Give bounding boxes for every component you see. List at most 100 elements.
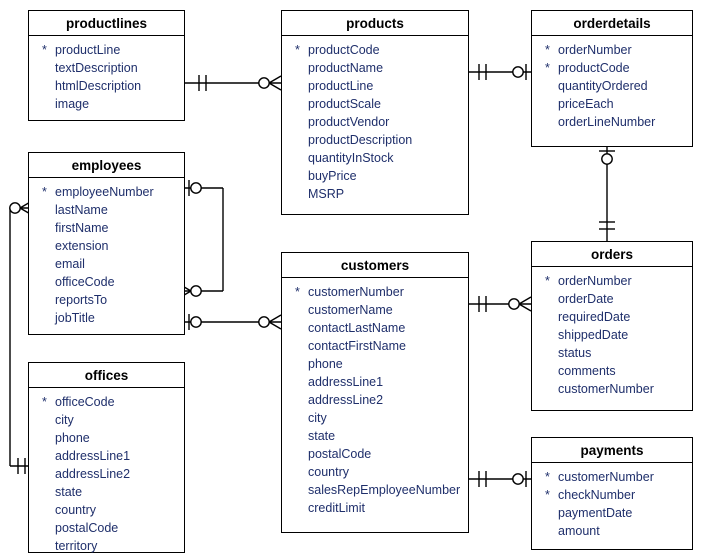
attribute-row[interactable]: *checkNumber [532, 486, 692, 504]
attribute-row[interactable]: quantityOrdered [532, 77, 692, 95]
attribute-row[interactable]: city [29, 411, 184, 429]
connector-employees-employees [178, 180, 224, 299]
attribute-row[interactable]: state [282, 427, 468, 445]
attribute-row[interactable]: productLine [282, 77, 468, 95]
attribute-row[interactable]: phone [282, 355, 468, 373]
entity-orderdetails[interactable]: orderdetails *orderNumber * productCode quan… [531, 10, 693, 147]
attribute-row[interactable]: extension [29, 237, 184, 255]
attribute-row[interactable]: country [282, 463, 468, 481]
attribute-row[interactable]: officeCode [29, 273, 184, 291]
attribute-row[interactable]: *employeeNumber [29, 183, 184, 201]
attribute-label: shippedDate [558, 328, 629, 342]
attribute-label: quantityOrdered [558, 79, 648, 93]
attribute-list-productlines: *productLine textDescription htmlDescripti… [29, 36, 184, 119]
attribute-row[interactable]: reportsTo [29, 291, 184, 309]
attribute-label: amount [558, 524, 600, 538]
attribute-label: country [308, 465, 349, 479]
attribute-row[interactable]: contactLastName [282, 319, 468, 337]
attribute-row[interactable]: email [29, 255, 184, 273]
attribute-label: quantityInStock [308, 151, 394, 165]
primary-key-marker: * [545, 470, 550, 484]
attribute-label: addressLine1 [308, 375, 384, 389]
attribute-label: productDescription [308, 133, 413, 147]
attribute-row[interactable]: comments [532, 362, 692, 380]
attribute-row[interactable]: orderLineNumber [532, 113, 692, 131]
attribute-row[interactable]: addressLine1 [29, 447, 184, 465]
attribute-row[interactable]: requiredDate [532, 308, 692, 326]
attribute-row[interactable]: * productCode [532, 59, 692, 77]
attribute-row[interactable]: priceEach [532, 95, 692, 113]
attribute-row[interactable]: contactFirstName [282, 337, 468, 355]
connector-customers-orders [469, 296, 532, 312]
attribute-row[interactable]: *orderNumber [532, 41, 692, 59]
attribute-row[interactable]: customerName [282, 301, 468, 319]
attribute-row[interactable]: addressLine2 [282, 391, 468, 409]
attribute-row[interactable]: customerNumber [532, 380, 692, 398]
attribute-row[interactable]: firstName [29, 219, 184, 237]
attribute-row[interactable]: buyPrice [282, 167, 468, 185]
attribute-row[interactable]: state [29, 483, 184, 501]
primary-key-marker: * [545, 61, 550, 75]
attribute-label: salesRepEmployeeNumber [308, 483, 461, 497]
connector-orderdetails-orders [599, 147, 615, 241]
attribute-row[interactable]: country [29, 501, 184, 519]
attribute-row[interactable]: phone [29, 429, 184, 447]
attribute-row[interactable]: productName [282, 59, 468, 77]
attribute-row[interactable]: image [29, 95, 184, 113]
attribute-row[interactable]: addressLine1 [282, 373, 468, 391]
entity-title-orderdetails: orderdetails [532, 11, 692, 36]
attribute-row[interactable]: htmlDescription [29, 77, 184, 95]
attribute-label: productScale [308, 97, 381, 111]
attribute-label: status [558, 346, 592, 360]
primary-key-marker: * [295, 285, 300, 299]
attribute-row[interactable]: salesRepEmployeeNumber [282, 481, 468, 499]
attribute-label: textDescription [55, 61, 138, 75]
attribute-row[interactable]: *productCode [282, 41, 468, 59]
entity-title-employees: employees [29, 153, 184, 178]
attribute-row[interactable]: postalCode [282, 445, 468, 463]
attribute-row[interactable]: lastName [29, 201, 184, 219]
attribute-row[interactable]: city [282, 409, 468, 427]
attribute-row[interactable]: productScale [282, 95, 468, 113]
attribute-row[interactable]: jobTitle [29, 309, 184, 327]
attribute-row[interactable]: *officeCode [29, 393, 184, 411]
attribute-row[interactable]: *productLine [29, 41, 184, 59]
attribute-row[interactable]: productVendor [282, 113, 468, 131]
attribute-row[interactable]: status [532, 344, 692, 362]
attribute-label: state [308, 429, 336, 443]
attribute-row[interactable]: quantityInStock [282, 149, 468, 167]
attribute-row[interactable]: shippedDate [532, 326, 692, 344]
attribute-label: productCode [308, 43, 380, 57]
attribute-row[interactable]: *orderNumber [532, 272, 692, 290]
attribute-row[interactable]: postalCode [29, 519, 184, 537]
attribute-row[interactable]: amount [532, 522, 692, 540]
attribute-row[interactable]: creditLimit [282, 499, 468, 517]
attribute-label: productCode [558, 61, 630, 75]
entity-title-productlines: productlines [29, 11, 184, 36]
attribute-row[interactable]: productDescription [282, 131, 468, 149]
attribute-row[interactable]: *customerNumber [282, 283, 468, 301]
attribute-row[interactable]: orderDate [532, 290, 692, 308]
attribute-row[interactable]: *customerNumber [532, 468, 692, 486]
attribute-label: addressLine2 [55, 467, 131, 481]
attribute-label: extension [55, 239, 109, 253]
attribute-row[interactable]: territory [29, 537, 184, 555]
attribute-label: email [55, 257, 85, 271]
attribute-label: image [55, 97, 90, 111]
primary-key-marker: * [545, 488, 550, 502]
attribute-row[interactable]: MSRP [282, 185, 468, 203]
attribute-row[interactable]: textDescription [29, 59, 184, 77]
entity-productlines[interactable]: productlines *productLine textDescription h… [28, 10, 185, 121]
attribute-row[interactable]: addressLine2 [29, 465, 184, 483]
attribute-row[interactable]: paymentDate [532, 504, 692, 522]
attribute-label: country [55, 503, 96, 517]
attribute-label: addressLine2 [308, 393, 384, 407]
connector-employees-customers [185, 314, 282, 330]
